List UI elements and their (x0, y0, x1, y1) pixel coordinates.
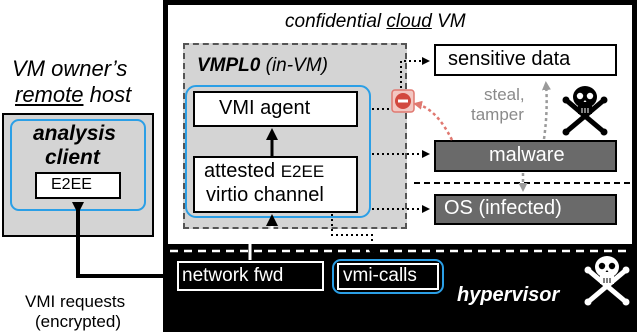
vmi-agent-label: VMI agent (219, 97, 311, 119)
vm-title-suffix: VM (431, 11, 466, 32)
virtio-channel-box (193, 156, 358, 213)
channel-e2ee: E2EE (280, 162, 325, 181)
os-infected-box (434, 194, 617, 225)
vmi-requests-line1: VMI requests (25, 292, 126, 311)
malware-box (434, 140, 617, 172)
client-to-network-arrow (72, 202, 176, 282)
confidential-vm-title: confidential cloud VM (285, 12, 466, 31)
vmpl0-name: VMPL0 (197, 55, 261, 76)
sensitive-data-box (434, 44, 617, 76)
e2ee-label: E2EE (51, 176, 92, 193)
vmpl0-sub: (in-VM) (260, 55, 328, 76)
blocked-attack-arrow (413, 100, 454, 141)
owner-heading-host: host (83, 82, 132, 107)
vmi-requests-line2: (encrypted) (35, 312, 121, 331)
steal-arrow (541, 81, 551, 140)
vmi-agent-box (193, 91, 358, 127)
steal-label-line1: steal, (484, 85, 525, 104)
owner-heading-line2: remote host (15, 84, 131, 106)
access-arrow-sensitive (372, 57, 430, 110)
skull-crossbones-icon-vm (562, 86, 608, 136)
network-fwd-label: network fwd (182, 265, 284, 286)
os-infected-label: OS (infected) (444, 197, 562, 219)
vm-title-prefix: confidential (285, 11, 387, 32)
vmpl0-label: VMPL0 (in-VM) (197, 56, 328, 75)
channel-attested: attested (204, 160, 281, 182)
virtio-channel-line2: virtio channel (206, 184, 324, 206)
vmi-module-outline (185, 85, 371, 218)
analysis-client-line1: analysis (33, 122, 116, 145)
sensitive-data-label: sensitive data (448, 48, 571, 70)
vm-title-cloud: cloud (386, 11, 432, 32)
vmi-calls-box (337, 263, 439, 290)
network-fwd-box (177, 261, 324, 291)
skull-crossbones-icon-hypervisor (584, 256, 630, 306)
malware-label: malware (489, 144, 565, 166)
analysis-client-line2: client (45, 146, 100, 169)
virtio-channel-line1: attested E2EE (204, 161, 324, 181)
owner-heading-line1: VM owner’s (12, 56, 128, 81)
hypervisor-label: hypervisor (457, 284, 560, 306)
vmi-calls-outline (332, 259, 444, 294)
steal-label-line2: tamper (471, 105, 524, 124)
channel-to-vmicalls-arrow (331, 214, 376, 256)
block-icon (391, 89, 415, 113)
owner-heading-remote: remote (15, 82, 84, 107)
netfwd-to-channel-arrow (248, 214, 278, 260)
e2ee-box (35, 172, 121, 199)
vmi-calls-label: vmi-calls (343, 265, 417, 286)
